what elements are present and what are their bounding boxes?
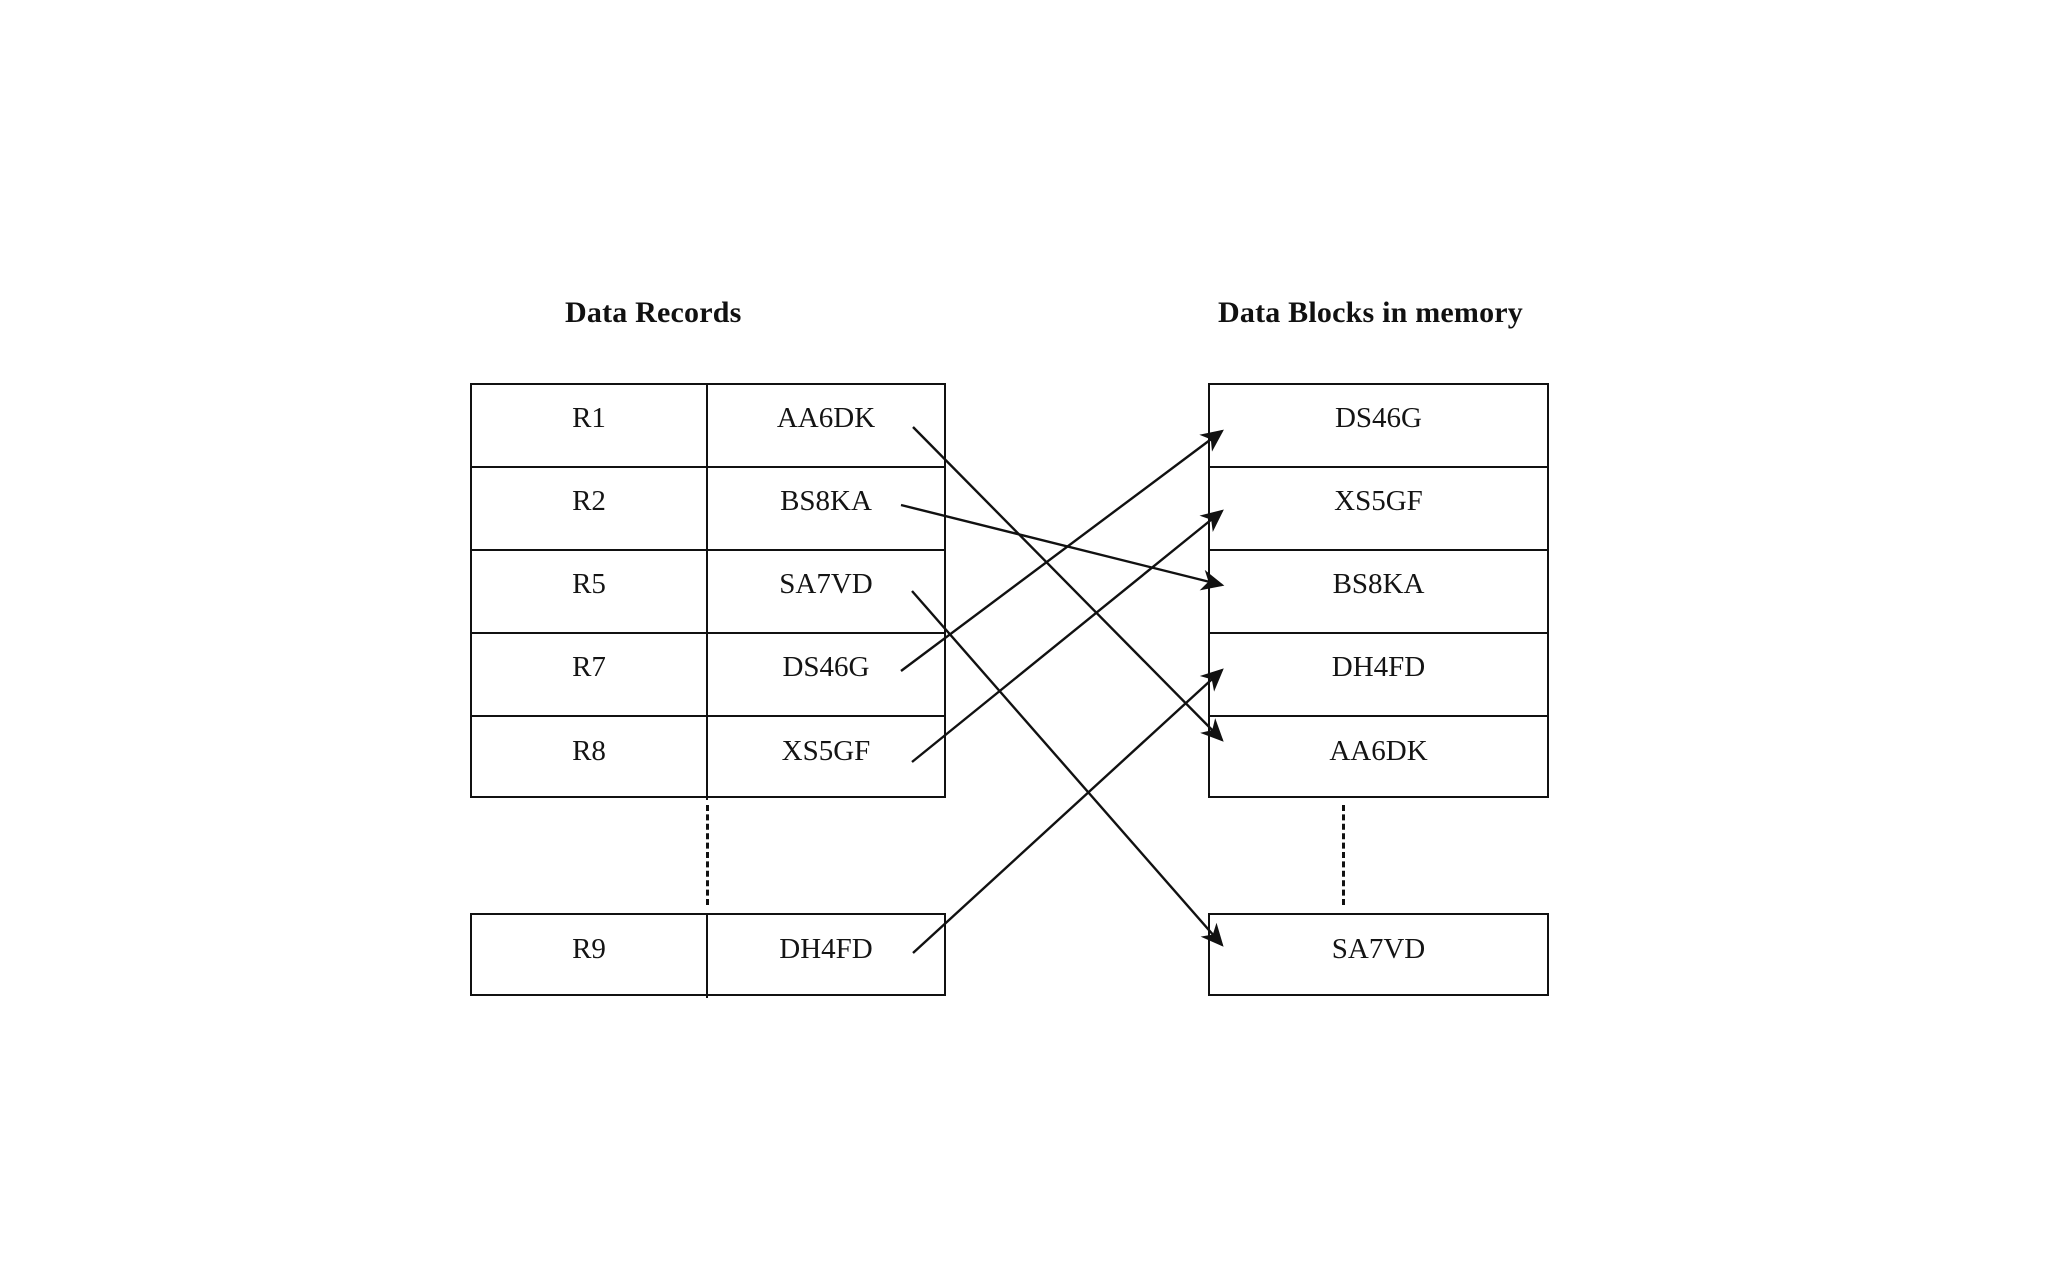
arrow-lines bbox=[900, 426, 1225, 954]
arrow-R2-to-BS8KA bbox=[900, 503, 1225, 591]
page-title-data-blocks: Data Blocks in memory bbox=[1218, 296, 1524, 329]
arrow-R5-to-SA7VD bbox=[911, 590, 1224, 947]
record-id-cell: R1 bbox=[472, 385, 708, 466]
block-value-cell: XS5GF bbox=[1334, 485, 1423, 517]
record-value-cell: BS8KA bbox=[780, 485, 872, 517]
table-row: SA7VD bbox=[1210, 915, 1547, 998]
block-value-cell: SA7VD bbox=[1331, 933, 1426, 965]
record-value-cell: XS5GF bbox=[781, 735, 871, 767]
page-title-data-records: Data Records bbox=[565, 296, 742, 329]
record-value-cell: SA7VD bbox=[779, 568, 873, 600]
block-value-cell: DS46G bbox=[1334, 402, 1422, 434]
arrow-R7-to-DS46G bbox=[900, 429, 1224, 672]
table-row: AA6DK bbox=[1210, 717, 1547, 800]
record-id-cell: R5 bbox=[472, 551, 708, 632]
record-value-cell: AA6DK bbox=[776, 402, 876, 434]
record-id-cell: R8 bbox=[472, 717, 708, 800]
data-records-table: R1 AA6DK R2 BS8KA R5 SA7VD R7 DS46G R8 X… bbox=[470, 383, 946, 800]
table-row: BS8KA bbox=[1210, 551, 1547, 634]
record-value-cell: DH4FD bbox=[779, 933, 873, 965]
arrow-R9-to-DH4FD bbox=[912, 668, 1224, 954]
block-value-cell: AA6DK bbox=[1329, 735, 1428, 767]
table-row: R8 XS5GF bbox=[472, 717, 944, 800]
arrow-R1-to-AA6DK bbox=[912, 426, 1224, 742]
record-value-cell: DS46G bbox=[782, 651, 870, 683]
data-blocks-tail-row: SA7VD bbox=[1208, 913, 1549, 996]
table-row: DS46G bbox=[1210, 385, 1547, 468]
table-row: R2 BS8KA bbox=[472, 468, 944, 551]
record-id-cell: R2 bbox=[472, 468, 708, 549]
record-id-cell: R9 bbox=[472, 915, 708, 998]
table-row: XS5GF bbox=[1210, 468, 1547, 551]
arrow-R8-to-XS5GF bbox=[911, 509, 1224, 763]
record-id-cell: R7 bbox=[472, 634, 708, 715]
data-blocks-table: DS46G XS5GF BS8KA DH4FD AA6DK bbox=[1208, 383, 1549, 798]
blocks-continuation-dashes bbox=[1342, 805, 1345, 905]
table-row: R7 DS46G bbox=[472, 634, 944, 717]
table-row: R9 DH4FD bbox=[472, 915, 944, 998]
block-value-cell: BS8KA bbox=[1332, 568, 1425, 600]
table-row: DH4FD bbox=[1210, 634, 1547, 717]
data-records-tail-row: R9 DH4FD bbox=[470, 913, 946, 998]
records-continuation-dashes bbox=[706, 805, 709, 905]
table-row: R5 SA7VD bbox=[472, 551, 944, 634]
table-row: R1 AA6DK bbox=[472, 385, 944, 468]
block-value-cell: DH4FD bbox=[1331, 651, 1426, 683]
